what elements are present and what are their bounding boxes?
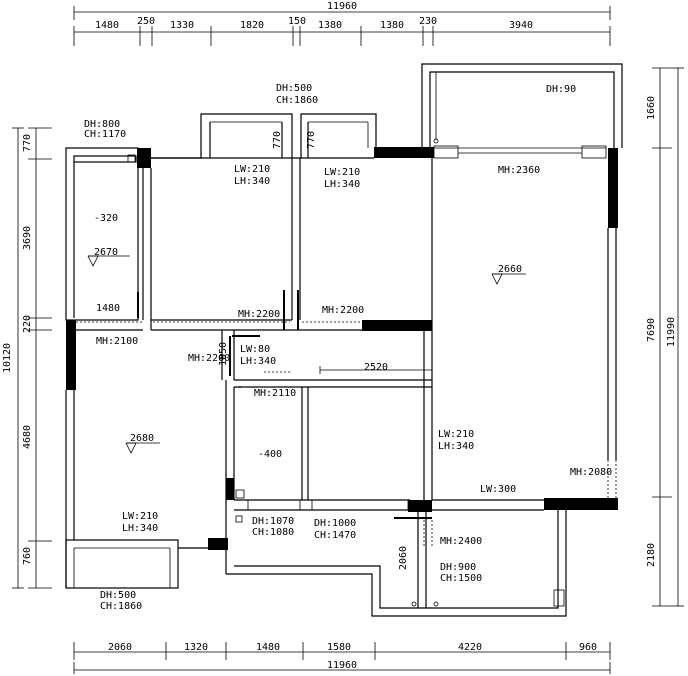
top-seg-5: 150: [288, 16, 306, 27]
label-lh340-b: LH:340: [324, 179, 360, 190]
bottom-seg-5: 4220: [458, 642, 482, 653]
plan-labels: DH:800 CH:1170 DH:500 CH:1860 DH:90 770 …: [84, 83, 612, 612]
label-dh1070: DH:1070: [252, 516, 294, 527]
label-ch1860-top: CH:1860: [276, 95, 318, 106]
top-seg-1: 1480: [95, 20, 119, 31]
bottom-seg-3: 1480: [256, 642, 280, 653]
label-ch1500: CH:1500: [440, 573, 482, 584]
bottom-overall-dimension: 11960: [327, 660, 357, 671]
top-seg-9: 3940: [509, 20, 533, 31]
label-ch1470: CH:1470: [314, 530, 356, 541]
label-h2670: 2670: [94, 247, 118, 258]
label-d770-a: 770: [272, 131, 283, 149]
label-mh2200-b: MH:2200: [322, 305, 364, 316]
bottom-seg-1: 2060: [108, 642, 132, 653]
left-seg-3: 220: [22, 315, 33, 333]
left-dimension-chain: 10120 770 3690 220 4680 760: [2, 127, 52, 589]
top-seg-4: 1820: [240, 20, 264, 31]
right-overall-dimension: 11990: [666, 317, 677, 347]
label-mh2080: MH:2080: [570, 467, 612, 478]
bottom-seg-2: 1320: [184, 642, 208, 653]
walls: [65, 63, 623, 617]
left-overall-dimension: 10120: [2, 343, 13, 373]
label-ch1860-bottom: CH:1860: [100, 601, 142, 612]
label-d1480: 1480: [96, 303, 120, 314]
label-lh340-c: LH:340: [240, 356, 276, 367]
level-markers: [87, 255, 526, 454]
bottom-seg-6: 960: [579, 642, 597, 653]
right-seg-3: 2180: [646, 543, 657, 567]
left-seg-2: 3690: [22, 226, 33, 250]
label-mh2100: MH:2100: [96, 336, 138, 347]
label-dh90: DH:90: [546, 84, 576, 95]
level-triangle-icon: [491, 273, 503, 285]
top-seg-7: 1380: [380, 20, 404, 31]
label-lw210-a: LW:210: [234, 164, 270, 175]
level-triangle-icon: [125, 442, 137, 454]
label-dh900: DH:900: [440, 562, 476, 573]
label-mh2200-c: MH:2200: [188, 353, 230, 364]
label-dh500-bottom: DH:500: [100, 590, 136, 601]
bottom-dimension-chain: 2060 1320 1480 1580 4220 960 11960: [73, 642, 611, 674]
label-lw210-b: LW:210: [324, 167, 360, 178]
label-d1050: 1050: [218, 342, 229, 366]
top-seg-2: 250: [137, 16, 155, 27]
label-mh2110: MH:2110: [254, 388, 296, 399]
label-mh2200-a: MH:2200: [238, 309, 280, 320]
label-lw210-d: LW:210: [122, 511, 158, 522]
label-lh340-d: LH:340: [438, 441, 474, 452]
top-overall-dimension: 11960: [327, 1, 357, 12]
left-seg-4: 4680: [22, 425, 33, 449]
label-neg320: -320: [94, 213, 118, 224]
label-dh800: DH:800: [84, 119, 120, 130]
right-dimension-chain: 1660 7690 2180 11990: [646, 67, 684, 607]
label-ch1170: CH:1170: [84, 129, 126, 140]
label-d2520: 2520: [364, 362, 388, 373]
label-h2660: 2660: [498, 264, 522, 275]
label-lw300: LW:300: [480, 484, 516, 495]
label-lh340-e: LH:340: [122, 523, 158, 534]
label-lw80: LW:80: [240, 344, 270, 355]
left-seg-5: 760: [22, 547, 33, 565]
label-d770-b: 770: [306, 131, 317, 149]
top-seg-3: 1330: [170, 20, 194, 31]
label-lh340-a: LH:340: [234, 176, 270, 187]
top-dimension-chain: 11960 1480 250 1330 1820 150 1380 1380 2…: [73, 1, 611, 46]
right-seg-2: 7690: [646, 318, 657, 342]
left-seg-1: 770: [22, 134, 33, 152]
label-dh1000: DH:1000: [314, 518, 356, 529]
label-ch1080: CH:1080: [252, 527, 294, 538]
label-mh2360: MH:2360: [498, 165, 540, 176]
top-seg-8: 230: [419, 16, 437, 27]
label-dh500-top: DH:500: [276, 83, 312, 94]
bottom-seg-4: 1580: [327, 642, 351, 653]
label-mh2400: MH:2400: [440, 536, 482, 547]
right-seg-1: 1660: [646, 96, 657, 120]
label-d2060: 2060: [398, 546, 409, 570]
top-seg-6: 1380: [318, 20, 342, 31]
label-neg400: -400: [258, 449, 282, 460]
label-lw210-c: LW:210: [438, 429, 474, 440]
label-h2680: 2680: [130, 433, 154, 444]
